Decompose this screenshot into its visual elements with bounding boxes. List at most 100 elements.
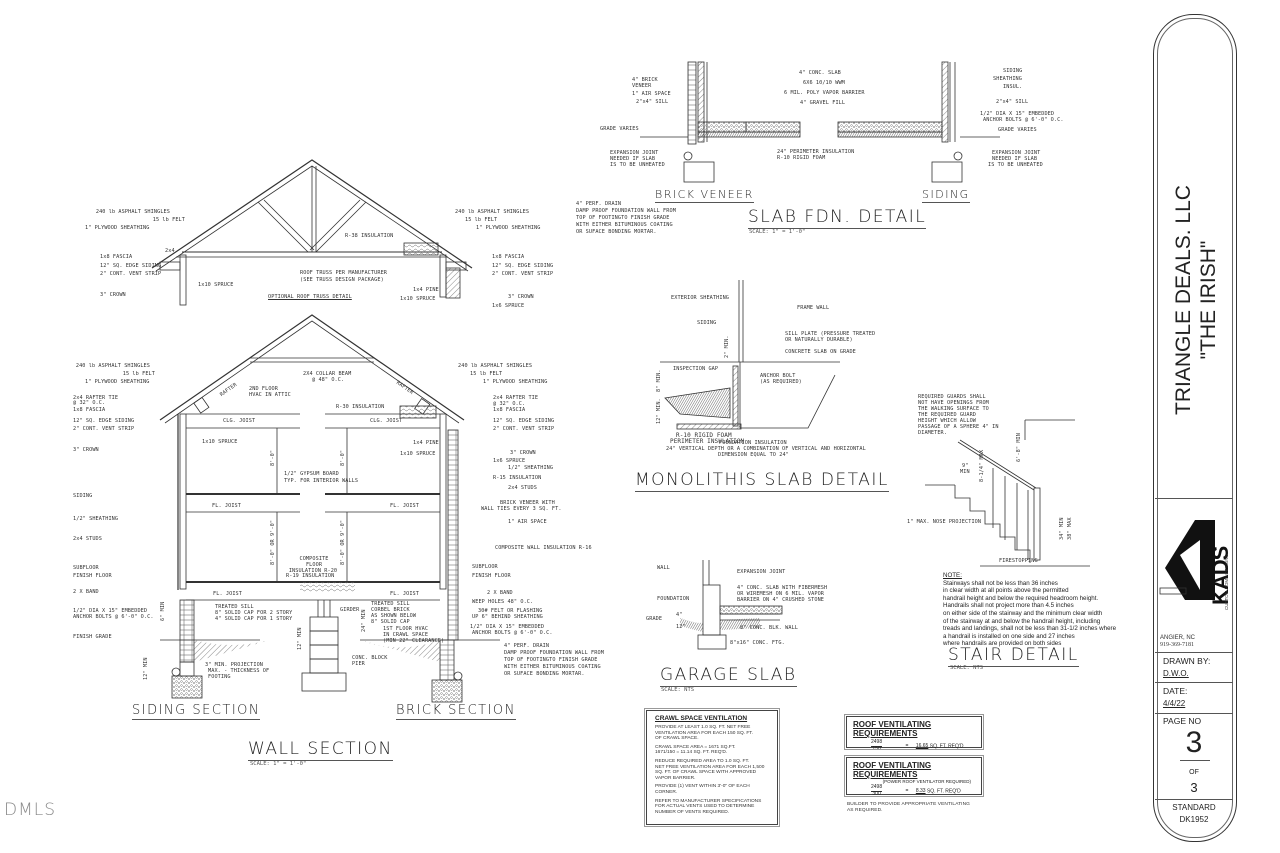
label-stair-rail-2: 38" MAX [1067,517,1073,540]
label-truss-spruce-left: 1x10 SPRUCE [198,282,234,288]
roof-truss-drawing [151,159,473,306]
label-wall-rafter-tie-1-right: 2x4 RAFTER TIE [493,395,539,401]
label-mono-found-3: DIMENSION EQUAL TO 24" [718,452,789,458]
label-slab-drain-4: WITH EITHER BITUMINOUS COATING [576,222,673,228]
label-wall-finish-floor-right: FINISH FLOOR [472,573,511,579]
crawl-line: NET FREE VENTILATION AREA FOR EACH 1,500 [655,764,765,770]
crawl-line: VAPOR BARRIER. [655,775,696,781]
slab-siding-title: SIDING [922,188,970,203]
label-stair-guard-6: PASSAGE OF A SPHERE 4" IN [918,424,999,430]
label-corbel-3: AS SHOWN BELOW [371,613,417,619]
label-pier-1: CONC. BLOCK [352,655,388,661]
label-wall-spruce10-right: 1x10 SPRUCE [400,451,436,457]
label-wall-shingles-right: 240 lb ASPHALT SHINGLES [458,363,533,369]
label-garage-dim4: 4" [676,612,683,618]
label-mono-found-1: FOUNDATION INSULATION [719,440,787,446]
label-wall-fascia-left: 1x8 FASCIA [73,407,106,413]
title-block-divider [1155,652,1233,653]
label-wall-comp-insul: COMPOSITE WALL INSULATION R-16 [495,545,592,551]
label-wall-anchor-1-right: 1/2" DIA X 15" EMBEDDED [470,624,545,630]
label-slab-sheathing: SHEATHING [993,76,1023,82]
label-wall-rafter-tie-2-right: @ 32" O.C. [493,401,526,407]
page-number-underline [1180,760,1210,761]
label-stair-guard-1: REQUIRED GUARDS SHALL [918,394,986,400]
crawl-line: REFER TO MANUFACTURER SPECIFICATIONS [655,798,762,804]
label-slab-brick-1: 4" BRICK [632,77,658,83]
kads-logo-subtext: CUSTOM HOME DESIGNS [1224,554,1229,610]
title-block-frame [1153,14,1237,842]
label-wall-6min: 6" MIN [160,601,166,621]
label-truss-siding-right: 12" SQ. EDGE SIDING [492,263,554,269]
label-wall-studs-left: 2x4 STUDS [73,536,103,542]
label-wall-band-left: 2 X BAND [73,589,99,595]
label-mono-ext-sheathing: EXTERIOR SHEATHING [671,295,730,301]
label-corbel-4: 8" SOLID CAP [371,619,410,625]
label-wall-anchor-2-left: ANCHOR BOLTS @ 6'-0" O.C. [73,614,154,620]
stair-note-title: NOTE: [943,572,962,579]
label-height-8-left: 8'-0" [270,449,276,466]
title-block-divider [1155,682,1233,683]
crawl-paragraph: REDUCE REQUIRED AREA TO 1.0 SQ. FT. NET … [655,759,769,781]
label-garage-grade: GRADE [646,616,663,622]
label-mono-bolt-1: ANCHOR BOLT [760,373,796,379]
label-corbel-1: TREATED SILL [371,601,410,607]
label-truss-shingles-left: 240 lb ASPHALT SHINGLES [95,209,170,215]
label-stair-guard-4: THE REQUIRED GUARD [918,412,977,418]
company-name: TRIANGLE DEALS. LLC [1172,185,1195,415]
roof-vent-box-2: ROOF VENTILATING REQUIREMENTS (POWER ROO… [844,755,984,797]
label-comp-2: FLOOR [305,562,323,568]
label-wall-plywood-right: 1" PLYWOOD SHEATHING [483,379,548,385]
label-treated-3: 4" SOLID CAP FOR 1 STORY [215,616,293,622]
label-slab-sill-left: 2"x4" SILL [636,99,669,105]
label-wall-crown-left: 3" CROWN [73,447,99,453]
crawl-paragraph: CRAWL SPACE AREA = 1671 SQ.FT. 1671/150 … [655,745,769,756]
label-wall-felt30-1: 30# FELT OR FLASHING [478,608,543,614]
label-slab-drain-5: OR SUFACE BONDING MORTAR. [576,229,657,235]
label-slab-air: 1" AIR SPACE [632,91,671,97]
label-wall-drain-5: OR SUFACE BONDING MORTAR. [504,671,585,677]
label-wall-fascia-right: 1x8 FASCIA [493,407,526,413]
label-crawl-2: IN CRAWL SPACE [383,632,429,638]
label-wall-weep: WEEP HOLES 48" O.C. [472,599,534,605]
crawl-line: PROVIDE AT LEAST 1.0 SQ. FT. NET FREE [655,725,751,730]
stair-note-line: Stairways shall not be less than 36 inch… [943,579,1058,587]
label-truss-shingles-right: 240 lb ASPHALT SHINGLES [455,209,530,215]
label-mono-sill-1: SILL PLATE (PRESSURE TREATED [785,331,876,337]
label-wall-pine-right: 1x4 PINE [413,440,439,446]
label-stair-nose: 1" MAX. NOSE PROJECTION [907,519,982,525]
label-wall-drain-1: 4" PERF. DRAIN [504,643,550,649]
siding-section-title: SIDING SECTION [132,703,261,720]
label-wall-drain-2: DAMP PROOF FOUNDATION WALL FROM [504,650,604,656]
label-mono-siding: SIDING [697,320,717,326]
plan-name: "THE IRISH" [1197,240,1220,360]
roof-vent-result-1: 16.65 [915,743,929,750]
label-corbel-2: CORBEL BRICK [371,607,410,613]
label-slab-sill-right: 2"x4" SILL [996,99,1029,105]
label-garage-wall: WALL [657,565,670,571]
label-collar-2: @ 48" O.C. [312,377,345,383]
wall-section-scale: SCALE: 1" = 1'-0" [250,761,307,767]
label-wall-anchor-2-right: ANCHOR BOLTS @ 6'-0" O.C. [472,630,553,636]
label-mono-gap: INSPECTION GAP [673,366,719,372]
crawl-line: 1671/150 = 11.14 SQ. FT. REQ'D. [655,750,728,756]
stair-note-line: a handrail is installed on one side and … [943,632,1075,640]
crawl-line: SQ. FT. OF CRAWL SPACE WITH APPROVED [655,770,757,776]
label-height-89-left: 8'-0" OR 9'-0" [270,519,276,565]
label-slab-exp-right-1: EXPANSION JOINT [992,150,1041,156]
label-mono-2min: 2" MIN. [724,335,730,358]
slab-fdn-title: SLAB FDN. DETAIL [748,207,927,229]
label-wall-air: 1" AIR SPACE [508,519,547,525]
kads-logo-text: KADS [1208,546,1233,605]
label-treated-1: TREATED SILL [215,604,254,610]
label-slab-wwm: 6X6 10/10 WWM [803,80,845,86]
crawl-line: CRAWL SPACE AREA = 1671 SQ.FT. [655,744,736,750]
stair-note-line: treads and landings, shall not be less t… [943,625,1117,633]
label-slab-exp-left-3: IS TO BE UNHEATED [610,162,665,168]
label-wall-band-right: 2 X BAND [487,590,513,596]
label-slab-conc: 4" CONC. SLAB [799,70,841,76]
label-truss-plywood-left: 1" PLYWOOD SHEATHING [85,225,150,231]
crawl-paragraph: PROVIDE (1) VENT WITHIN 3'-0" OF EACH CO… [655,784,769,795]
